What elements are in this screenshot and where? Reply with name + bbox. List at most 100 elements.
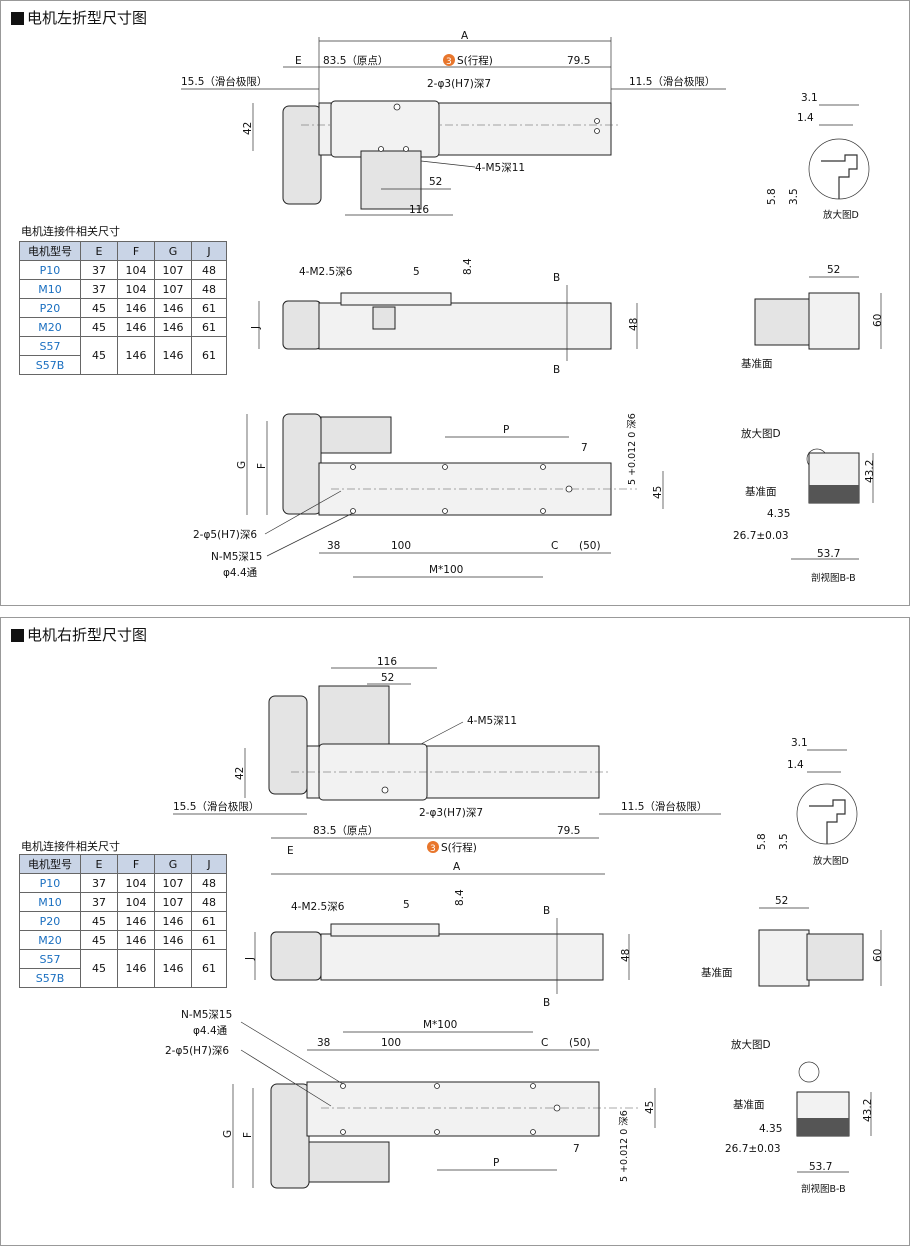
dim-tolerance: 5 +0.012 0 深6: [619, 1110, 630, 1182]
motor-body: [270, 1083, 310, 1189]
mount-hole: [540, 464, 546, 470]
dim-pin-hole: 2-φ3(H7)深7: [427, 78, 491, 90]
end-profile: [808, 292, 860, 350]
slider-table: [330, 100, 440, 158]
dim-8-4: 8.4: [454, 889, 466, 906]
dim-G: G: [236, 461, 248, 469]
dim-52: 52: [429, 176, 442, 188]
mag-D-caption: 放大图D: [823, 209, 859, 221]
dim-stroke: S(行程): [457, 54, 493, 67]
section-B-top: B: [543, 905, 550, 917]
motor-body: [268, 695, 308, 795]
section-B-bottom: B: [553, 364, 560, 376]
dim-pin-6: 2-φ5(H7)深6: [193, 529, 257, 541]
reducer-block: [360, 150, 422, 210]
dim-50: (50): [569, 1037, 591, 1049]
dim-79-5: 79.5: [567, 55, 590, 67]
pin-hole: [565, 485, 573, 493]
mount-hole: [594, 128, 600, 134]
dim-5-8: 5.8: [756, 833, 768, 850]
dim-53-7: 53.7: [817, 548, 840, 560]
reducer-block: [308, 1141, 390, 1183]
dim-48: 48: [620, 949, 632, 962]
dim-m5-11: 4-M5深11: [467, 715, 517, 727]
right-fold-title: 电机右折型尺寸图: [11, 624, 147, 646]
actuator-body: [318, 302, 612, 350]
pin-hole: [553, 1104, 561, 1112]
reducer-block: [318, 685, 390, 747]
magnify-circle: [798, 1061, 820, 1083]
dim-origin: 83.5（原点）: [313, 825, 378, 837]
dim-60: 60: [872, 314, 884, 327]
stroke-badge-icon: [427, 841, 439, 853]
dim-3-1: 3.1: [801, 92, 818, 104]
dim-nm5: N-M5深15: [211, 551, 262, 563]
mount-hole: [594, 118, 600, 124]
dim-116: 116: [377, 656, 397, 668]
stroke-badge-icon: [443, 54, 455, 66]
dim-26-7: 26.7±0.03: [733, 530, 789, 542]
dim-C: C: [551, 540, 558, 552]
section-caption: 剖视图B-B: [801, 1183, 846, 1195]
dim-A: A: [453, 861, 461, 873]
dim-1-4: 1.4: [787, 759, 804, 771]
dim-G: G: [222, 1130, 234, 1138]
slider-top: [340, 292, 452, 306]
dim-5: 5: [403, 899, 410, 911]
motor-body: [282, 105, 322, 205]
stroke-badge-num: 3: [430, 844, 436, 854]
pin-hole: [393, 103, 401, 111]
actuator-body: [306, 1081, 600, 1137]
dim-pitch: M*100: [429, 564, 463, 576]
left-fold-title: 电机左折型尺寸图: [11, 7, 147, 29]
dim-m25: 4-M2.5深6: [299, 266, 353, 278]
end-motor-block: [806, 933, 864, 981]
dim-thru: φ4.4通: [193, 1025, 228, 1037]
section-hatch: [809, 485, 859, 503]
mount-hole: [442, 464, 448, 470]
dim-100: 100: [391, 540, 411, 552]
motor-body: [282, 300, 322, 350]
dim-5: 5: [413, 266, 420, 278]
top-view: 116 52 4-M5深11 42 15.5（滑台极限） 2-φ3(H7)深7 …: [173, 656, 721, 875]
dim-1-4: 1.4: [797, 112, 814, 124]
left-drawing: A E 83.5（原点） 3 S(行程) 79.5 15.5（滑台极限） 11.…: [181, 30, 884, 584]
dim-origin: 83.5（原点）: [323, 55, 388, 67]
dim-42: 42: [234, 767, 246, 780]
dim-45: 45: [652, 486, 664, 499]
dim-52-end: 52: [827, 264, 840, 276]
dim-thru: φ4.4通: [223, 567, 258, 579]
dim-50: (50): [579, 540, 601, 552]
table-row: S57B: [19, 968, 227, 988]
mount-hole: [403, 146, 409, 152]
dim-52: 52: [381, 672, 394, 684]
actuator-body: [320, 933, 604, 981]
dim-52-end: 52: [775, 895, 788, 907]
motor-body: [282, 413, 322, 515]
top-view: A E 83.5（原点） 3 S(行程) 79.5 15.5（滑台极限） 11.…: [181, 30, 726, 216]
end-motor-block: [754, 298, 812, 346]
detail-view: 3.1 1.4 5.8 3.5 放大图D 52 60 基准面 放大图D 43.2…: [701, 737, 884, 1195]
table-row: S57B: [19, 355, 227, 375]
dim-E: E: [287, 845, 294, 857]
detail-view: 3.1 1.4 5.8 3.5 放大图D 52 60 基准面 放大图D 43.2…: [733, 92, 884, 584]
title-square-icon: [11, 11, 24, 25]
dim-3-1: 3.1: [791, 737, 808, 749]
right-drawing: 116 52 4-M5深11 42 15.5（滑台极限） 2-φ3(H7)深7 …: [165, 656, 884, 1195]
dim-stroke: S(行程): [441, 841, 477, 854]
mount-hole: [540, 508, 546, 514]
table-caption: 电机连接件相关尺寸: [21, 225, 120, 238]
bottom-view: N-M5深15 φ4.4通 2-φ5(H7)深6 38 100 C (50) M…: [165, 1009, 656, 1189]
mount-hole: [530, 1129, 536, 1135]
ref-face-label-2: 基准面: [745, 485, 777, 498]
mag-D-label: 放大图D: [741, 427, 781, 440]
mount-hole: [350, 508, 356, 514]
mount-hole: [340, 1129, 346, 1135]
dim-4-35: 4.35: [759, 1123, 782, 1135]
dim-79-5: 79.5: [557, 825, 580, 837]
mount-hole: [530, 1083, 536, 1089]
